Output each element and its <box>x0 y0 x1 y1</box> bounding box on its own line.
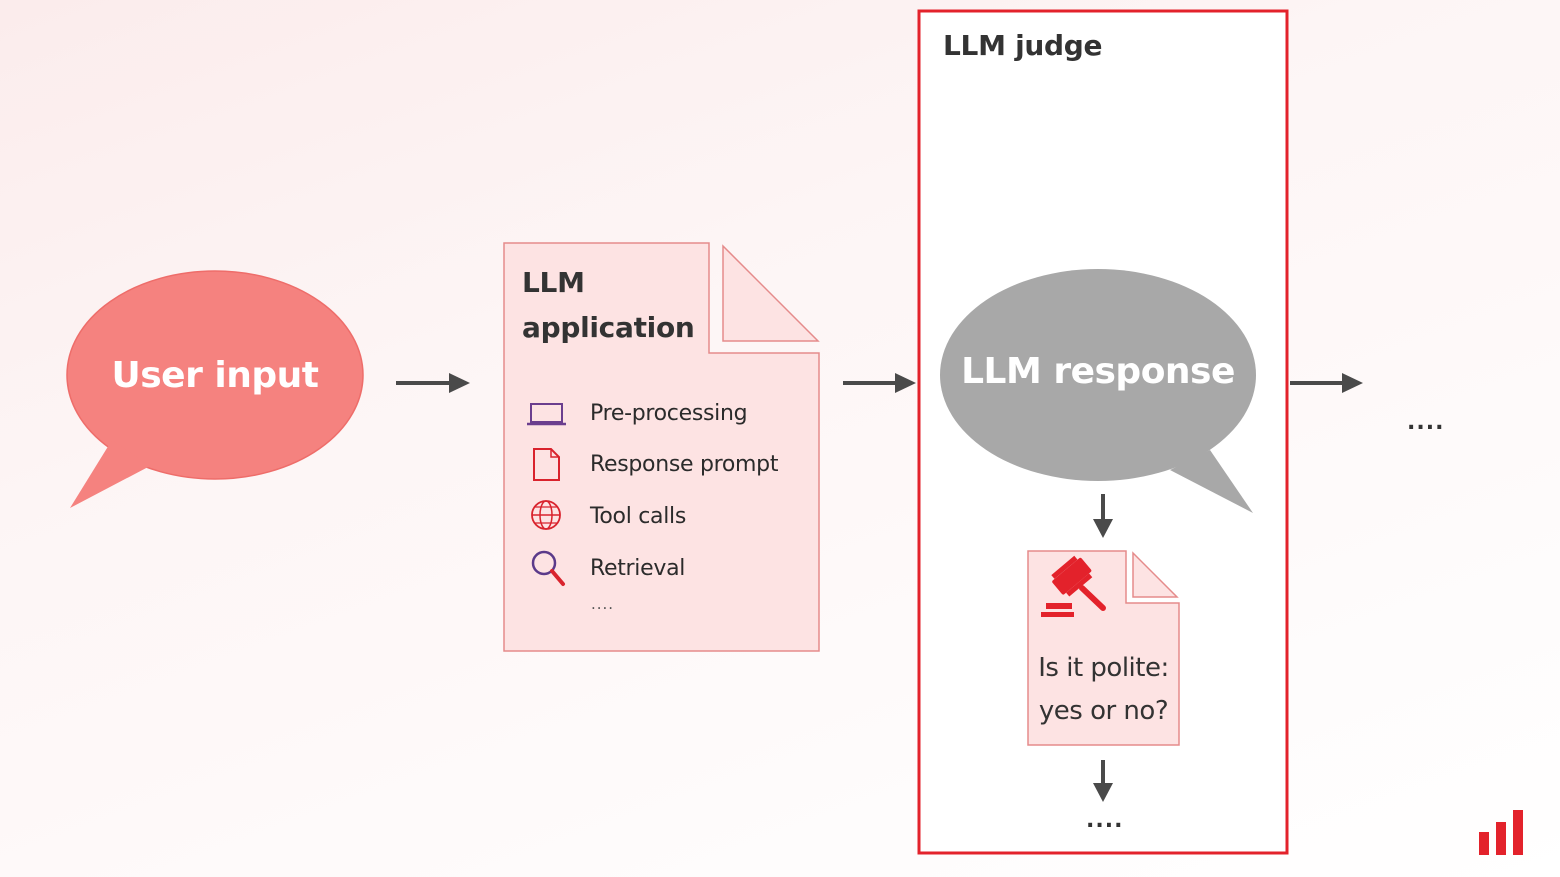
trailing-more: .... <box>1407 410 1445 435</box>
application-item-pre-processing: Pre-processing <box>590 401 748 426</box>
globe-icon <box>531 500 561 530</box>
llm-response-text: LLM response <box>961 351 1235 392</box>
arrow-response-to-judge-prompt <box>1093 494 1113 538</box>
magnifier-icon <box>531 550 565 586</box>
arrow-user-to-app <box>396 373 470 393</box>
application-item-retrieval: Retrieval <box>590 556 686 581</box>
application-item-response-prompt: Response prompt <box>590 452 779 477</box>
llm-judge-title: LLM judge <box>943 29 1103 62</box>
arrow-judge-to-more <box>1093 760 1113 802</box>
arrow-app-to-judge <box>843 373 916 393</box>
user-input-bubble <box>66 270 364 508</box>
brand-logo-icon <box>1479 810 1523 855</box>
llm-application-title-line2: application <box>522 311 695 344</box>
application-more-items: .... <box>591 595 615 613</box>
laptop-icon <box>527 403 566 426</box>
arrow-judge-to-next <box>1290 373 1363 393</box>
user-input-label: User input <box>111 355 319 396</box>
judge-question-line1: Is it polite: <box>1038 653 1169 683</box>
llm-response-bubble <box>940 269 1256 513</box>
document-icon <box>533 448 560 481</box>
application-item-tool-calls: Tool calls <box>590 504 686 529</box>
judge-question-line2: yes or no? <box>1038 696 1169 726</box>
llm-application-title-line1: LLM <box>522 266 585 299</box>
llm-application-document <box>503 242 820 652</box>
gavel-icon <box>1041 555 1106 617</box>
judge-more: .... <box>1086 808 1124 833</box>
judge-prompt-document <box>1027 550 1180 746</box>
